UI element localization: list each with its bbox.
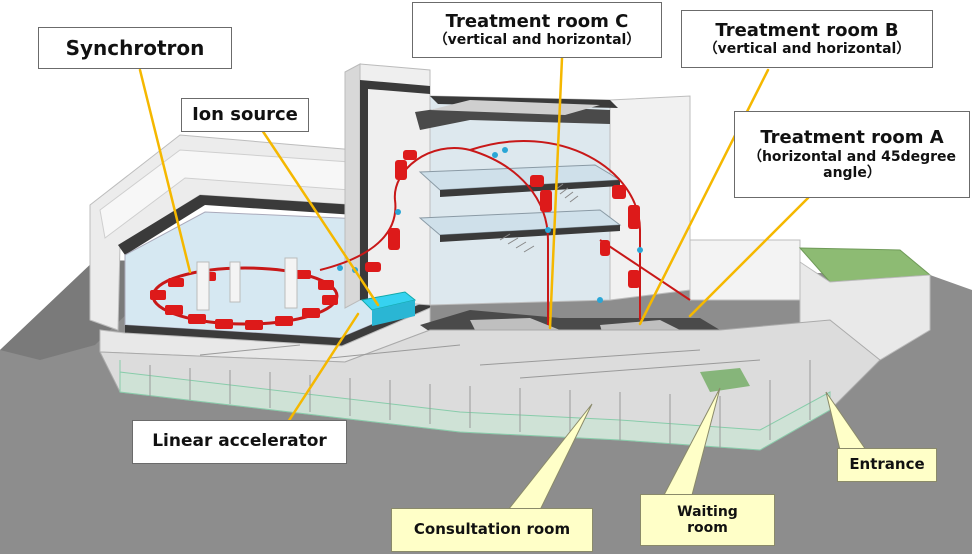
leader-linear-accelerator — [286, 312, 360, 424]
treatment-room-b-title: Treatment room B — [715, 19, 899, 41]
entrance-label: Entrance — [837, 448, 937, 482]
waiting-room-green-area — [700, 368, 750, 392]
consultation-room-label: Consultation room — [391, 508, 593, 552]
linear-accelerator-label-text: Linear accelerator — [152, 431, 327, 452]
treatment-building-rear-wall — [429, 95, 611, 306]
treatment-room-c-title: Treatment room C — [445, 10, 629, 32]
beam-line-bending-magnets — [365, 150, 640, 288]
synchrotron-label: Synchrotron — [38, 27, 232, 69]
stairs — [499, 183, 579, 253]
waiting-room-label: Waiting room — [640, 494, 775, 546]
entrance-label-text: Entrance — [849, 455, 925, 474]
waiting-room-label-line2: room — [687, 520, 728, 536]
linear-accelerator-side — [372, 300, 415, 326]
treatment-room-c-label: Treatment room C （vertical and horizonta… — [412, 2, 662, 58]
top-roof-surface — [430, 100, 600, 115]
treatment-room-a-subtitle-1: （horizontal and 45degree — [747, 148, 957, 165]
right-wing-upper-wall — [689, 239, 801, 301]
treatment-room-c-subtitle: （vertical and horizontal） — [433, 32, 641, 49]
treatment-room-a-subtitle-2: angle） — [823, 164, 881, 181]
treatment-room-a-label: Treatment room A （horizontal and 45degre… — [734, 111, 970, 198]
ion-source-label-text: Ion source — [192, 103, 298, 125]
leader-ion-source — [260, 128, 380, 307]
synchrotron-hall-wall-cap — [118, 195, 355, 255]
leader-room-a — [688, 196, 810, 318]
central-tower-dark-frame — [360, 80, 430, 300]
synchrotron-floor-edge — [125, 300, 430, 346]
synchrotron-label-text: Synchrotron — [65, 35, 205, 60]
linear-accelerator-label: Linear accelerator — [132, 420, 347, 464]
middle-treatment-floor-edge — [440, 225, 620, 242]
leader-room-c — [548, 56, 564, 330]
synchrotron-pillars — [196, 257, 298, 311]
callout-wedges — [506, 387, 867, 511]
ground-floor-partitions — [149, 344, 811, 448]
treatment-room-b-subtitle: （vertical and horizontal） — [703, 41, 911, 58]
consultation-room-label-text: Consultation room — [413, 520, 571, 539]
waiting-room-label-line1: Waiting — [677, 503, 738, 520]
beam-line-to-room-c — [319, 147, 549, 325]
leader-synchrotron — [138, 68, 192, 274]
treatment-room-b-label: Treatment room B （vertical and horizonta… — [681, 10, 933, 68]
treatment-room-a-title: Treatment room A — [760, 127, 944, 149]
ion-source-label: Ion source — [181, 98, 309, 132]
